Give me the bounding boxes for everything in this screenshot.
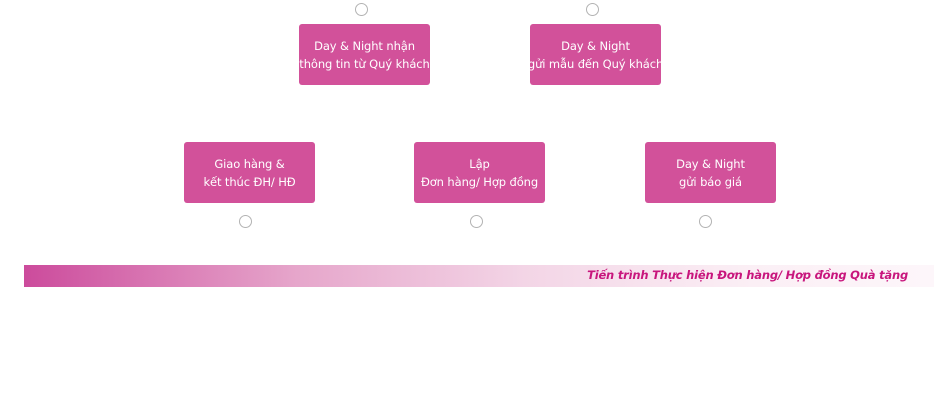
step-radio-delivery[interactable] — [239, 215, 252, 228]
step-label-line2: Đơn hàng/ Hợp đồng — [420, 174, 539, 189]
banner-title: Tiến trình Thực hiện Đơn hàng/ Hợp đồng … — [587, 268, 908, 282]
step-label-line2: kết thúc ĐH/ HĐ — [203, 174, 296, 189]
step-label-line1: Giao hàng & — [214, 156, 285, 171]
step-label-line1: Day & Night — [676, 156, 745, 171]
step-label-line1: Lập — [469, 156, 490, 171]
step-label-line1: Day & Night nhận — [314, 38, 415, 53]
step-box-send-samples[interactable]: Day & Night gửi mẫu đến Quý khách — [527, 24, 664, 85]
step-radio-send-samples[interactable] — [586, 3, 599, 16]
step-box-send-quote[interactable]: Day & Night gửi báo giá — [645, 142, 776, 203]
step-radio-send-quote[interactable] — [699, 215, 712, 228]
step-radio-receive-info[interactable] — [355, 3, 368, 16]
step-box-delivery[interactable]: Giao hàng & kết thúc ĐH/ HĐ — [184, 142, 315, 203]
step-label-line2: gửi báo giá — [679, 174, 742, 189]
process-title-banner: Tiến trình Thực hiện Đơn hàng/ Hợp đồng … — [24, 265, 934, 287]
step-box-create-order[interactable]: Lập Đơn hàng/ Hợp đồng — [414, 142, 545, 203]
step-label-line2: gửi mẫu đến Quý khách — [527, 56, 664, 71]
step-radio-create-order[interactable] — [470, 215, 483, 228]
step-label-line1: Day & Night — [561, 38, 630, 53]
step-label-line2: thông tin từ Quý khách — [299, 56, 430, 71]
step-box-receive-info[interactable]: Day & Night nhận thông tin từ Quý khách — [299, 24, 430, 85]
